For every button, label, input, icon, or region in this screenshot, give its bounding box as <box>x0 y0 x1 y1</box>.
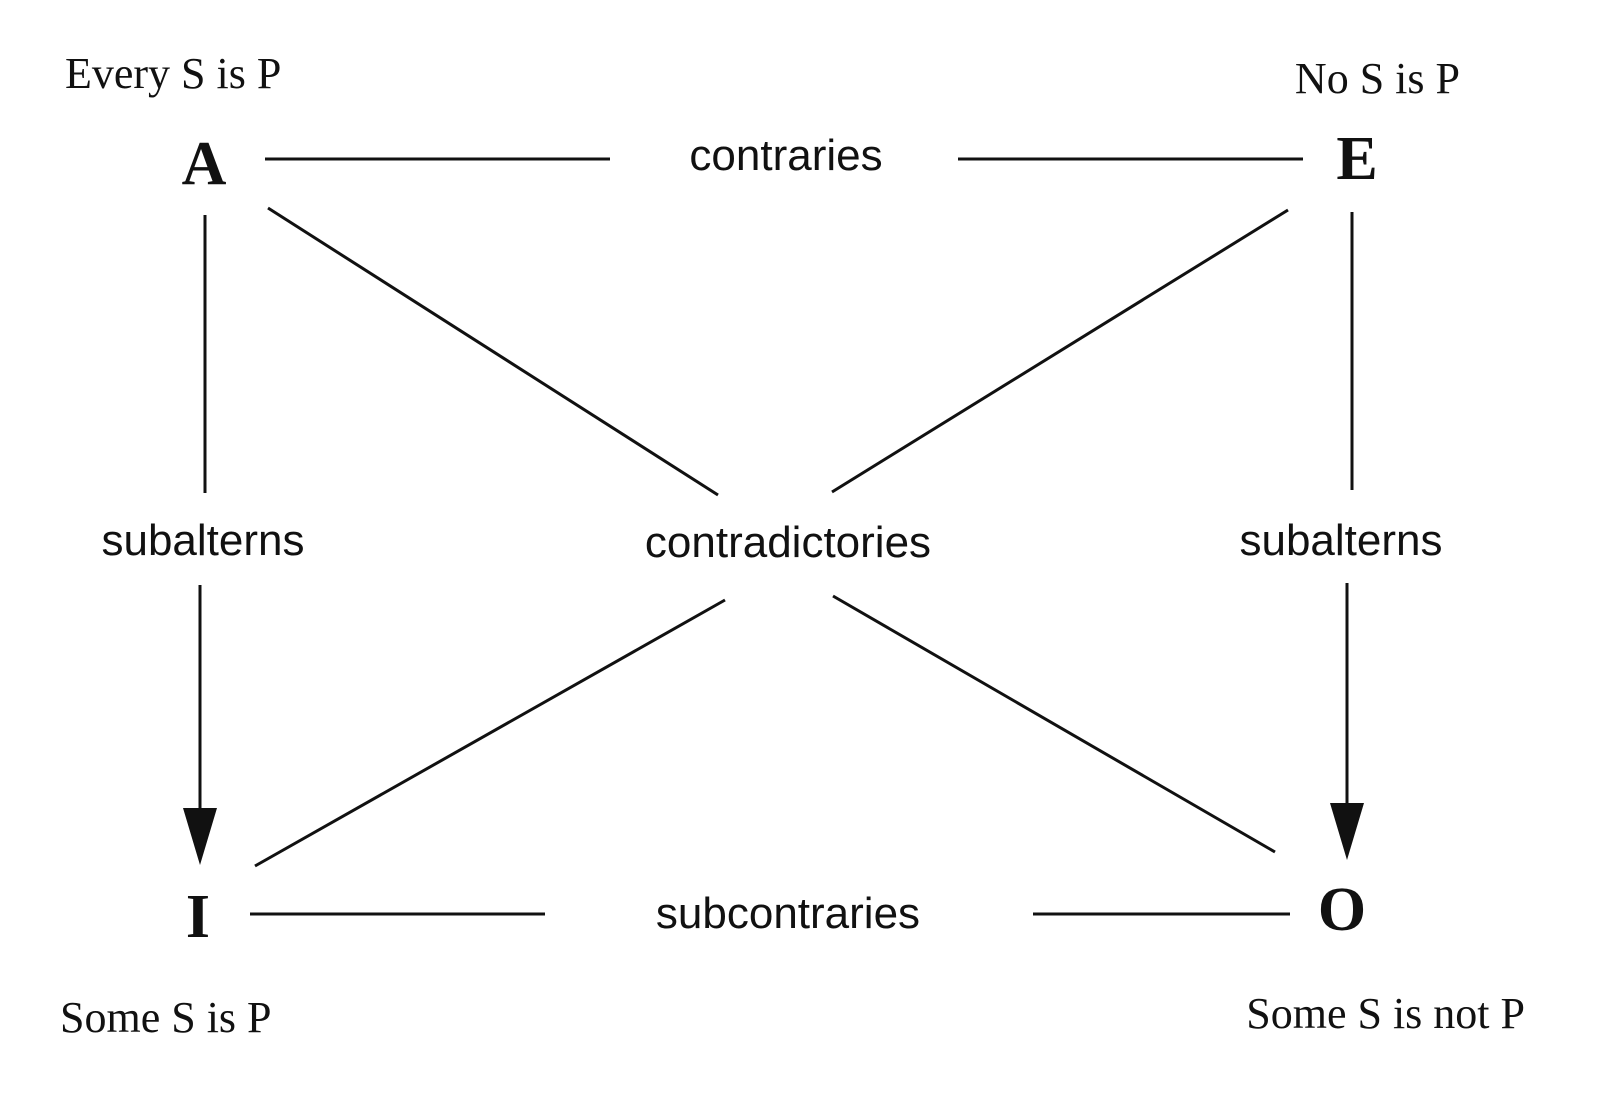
proposition-a-label: Every S is P <box>65 49 281 98</box>
proposition-o-label: Some S is not P <box>1246 989 1525 1038</box>
corner-i: I <box>186 883 210 951</box>
corner-o: O <box>1318 876 1366 944</box>
relation-contraries-label: contraries <box>689 131 882 180</box>
relation-subcontraries-label: subcontraries <box>656 889 920 938</box>
relation-subalterns-left-label: subalterns <box>101 516 304 565</box>
subalterns-left-arrowhead <box>183 808 217 865</box>
proposition-i-label: Some S is P <box>60 993 272 1042</box>
subalterns-right-arrowhead <box>1330 803 1364 860</box>
relation-subalterns-right-label: subalterns <box>1239 516 1442 565</box>
contradictories-a-o-upper-segment <box>267 206 719 497</box>
corner-e: E <box>1336 125 1377 193</box>
relation-contradictories-label: contradictories <box>645 518 931 567</box>
proposition-e-label: No S is P <box>1295 54 1460 103</box>
contradictories-e-i-upper-segment <box>831 208 1289 494</box>
contradictories-e-i-lower-segment <box>254 598 726 868</box>
corner-a: A <box>182 130 227 198</box>
contradictories-a-o-lower-segment <box>832 594 1276 854</box>
